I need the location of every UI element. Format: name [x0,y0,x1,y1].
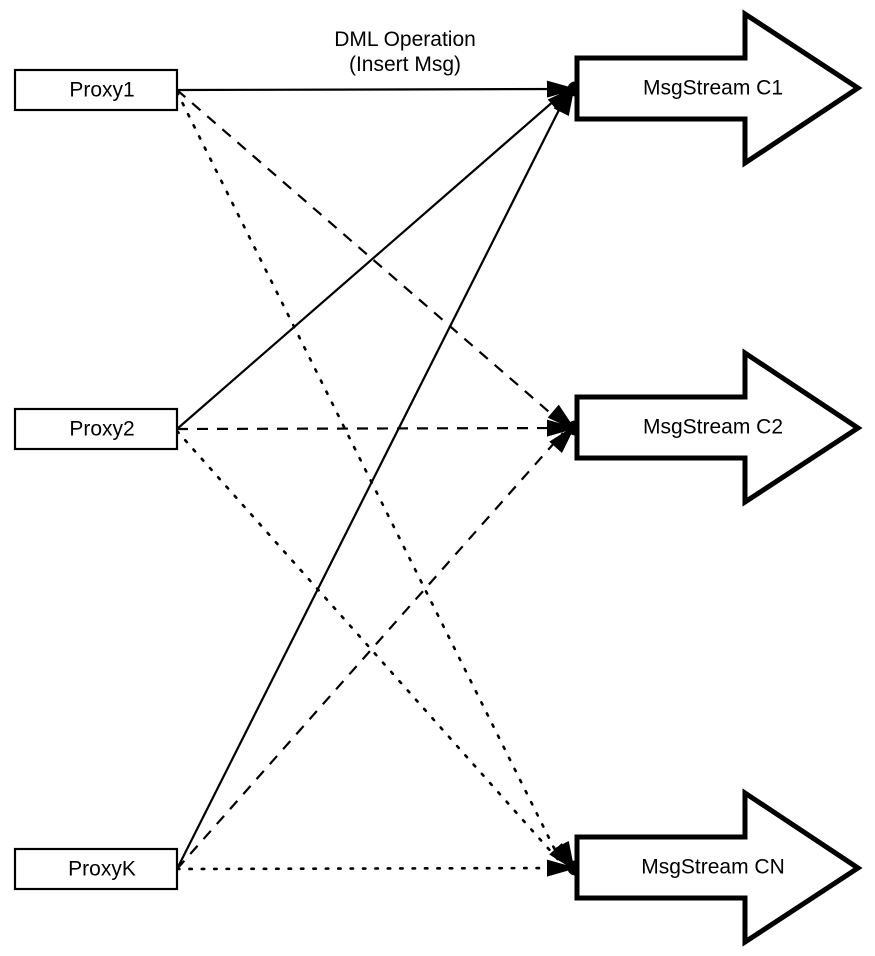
msgstream-label-cn: MsgStream CN [641,856,785,879]
msgstream-label-c2: MsgStream C2 [643,416,783,439]
proxy-node-proxy1[interactable]: Proxy1 [13,68,179,112]
msgstream-shape-c1 [574,9,863,168]
connector-proxyk-cn [175,866,567,871]
dml-operation-label: DML Operation (Insert Msg) [334,28,476,76]
proxy-label-proxy2: Proxy2 [69,418,134,441]
connector-proxy1-c1 [176,87,566,92]
connector-proxy2-cn [175,429,564,866]
msgstream-cn[interactable]: MsgStream CN [574,788,863,947]
proxy-box-proxy2 [13,407,179,451]
arrowhead-layer [546,80,583,877]
msgstream-layer: MsgStream C1 MsgStream C2 MsgStream CN [574,9,863,947]
connector-proxyk-c1 [176,95,567,870]
proxy-label-proxy1: Proxy1 [69,79,134,102]
connector-proxyk-c2 [176,432,564,870]
arrowhead-proxy2-c2 [546,419,577,437]
dml-operation-label-line2: (Insert Msg) [349,53,461,76]
connector-proxy2-c2 [176,426,566,431]
proxy-label-proxyk: ProxyK [68,858,136,881]
proxy-box-proxy1 [13,68,179,112]
connector-proxy1-c2 [176,89,564,425]
msgstream-c2[interactable]: MsgStream C2 [574,348,863,507]
proxy-node-proxyk[interactable]: ProxyK [13,847,179,891]
arrowhead-proxy1-c1 [546,80,577,98]
msgstream-label-c1: MsgStream C1 [643,77,783,100]
msgstream-c1[interactable]: MsgStream C1 [574,9,863,168]
dml-operation-label-line1: DML Operation [334,28,476,51]
connector-proxy1-cn [175,90,564,866]
proxy-box-proxyk [13,847,179,891]
arrowhead-proxyk-cn [546,859,577,877]
connector-proxy2-c1 [176,92,564,430]
proxy-node-proxy2[interactable]: Proxy2 [13,407,179,451]
msgstream-shape-c2 [574,348,863,507]
msgstream-shape-cn [574,788,863,947]
connector-layer [175,87,567,871]
